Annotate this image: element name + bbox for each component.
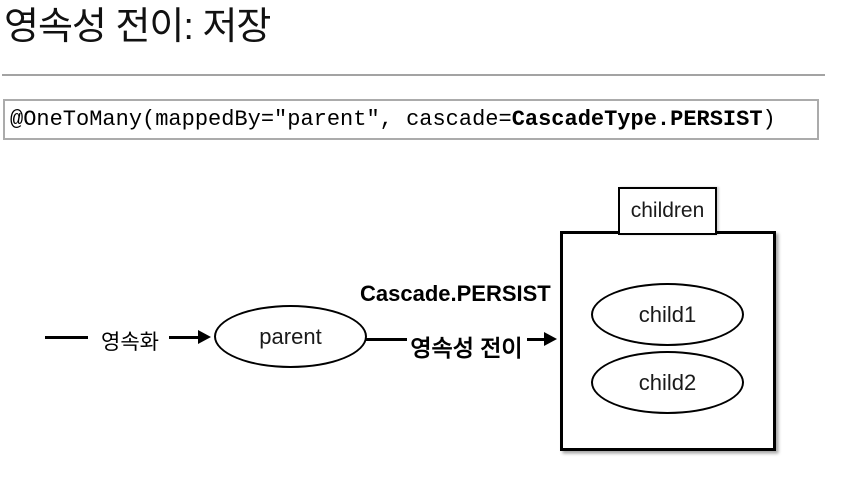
cascade-persist-label: Cascade.PERSIST xyxy=(360,281,551,306)
code-suffix: ) xyxy=(762,107,776,132)
cascade-arrow-shaft xyxy=(527,338,547,341)
child1-label: child1 xyxy=(638,301,697,327)
parent-ellipse: parent xyxy=(214,305,367,368)
code-prefix: @OneToMany(mappedBy="parent", cascade= xyxy=(10,107,512,132)
child2-ellipse: child2 xyxy=(591,351,744,414)
parent-label: parent xyxy=(259,323,322,349)
children-label: children xyxy=(630,199,705,222)
persist-arrow-shaft xyxy=(169,336,200,339)
code-cascade-type: CascadeType.PERSIST xyxy=(511,107,763,132)
persist-label: 영속화 xyxy=(101,331,159,354)
title-divider xyxy=(2,74,825,76)
page-title: 영속성 전이: 저장 xyxy=(4,6,271,48)
children-tab: children xyxy=(618,187,717,235)
persist-arrowhead-icon xyxy=(198,330,211,344)
child1-ellipse: child1 xyxy=(591,283,744,346)
code-box: @OneToMany(mappedBy="parent", cascade=Ca… xyxy=(3,99,819,140)
cascade-arrowhead-icon xyxy=(544,332,557,346)
cascade-transition-label: 영속성 전이 xyxy=(410,335,523,361)
persist-call-line xyxy=(45,336,88,339)
child2-label: child2 xyxy=(638,369,697,395)
cascade-line xyxy=(365,338,407,341)
